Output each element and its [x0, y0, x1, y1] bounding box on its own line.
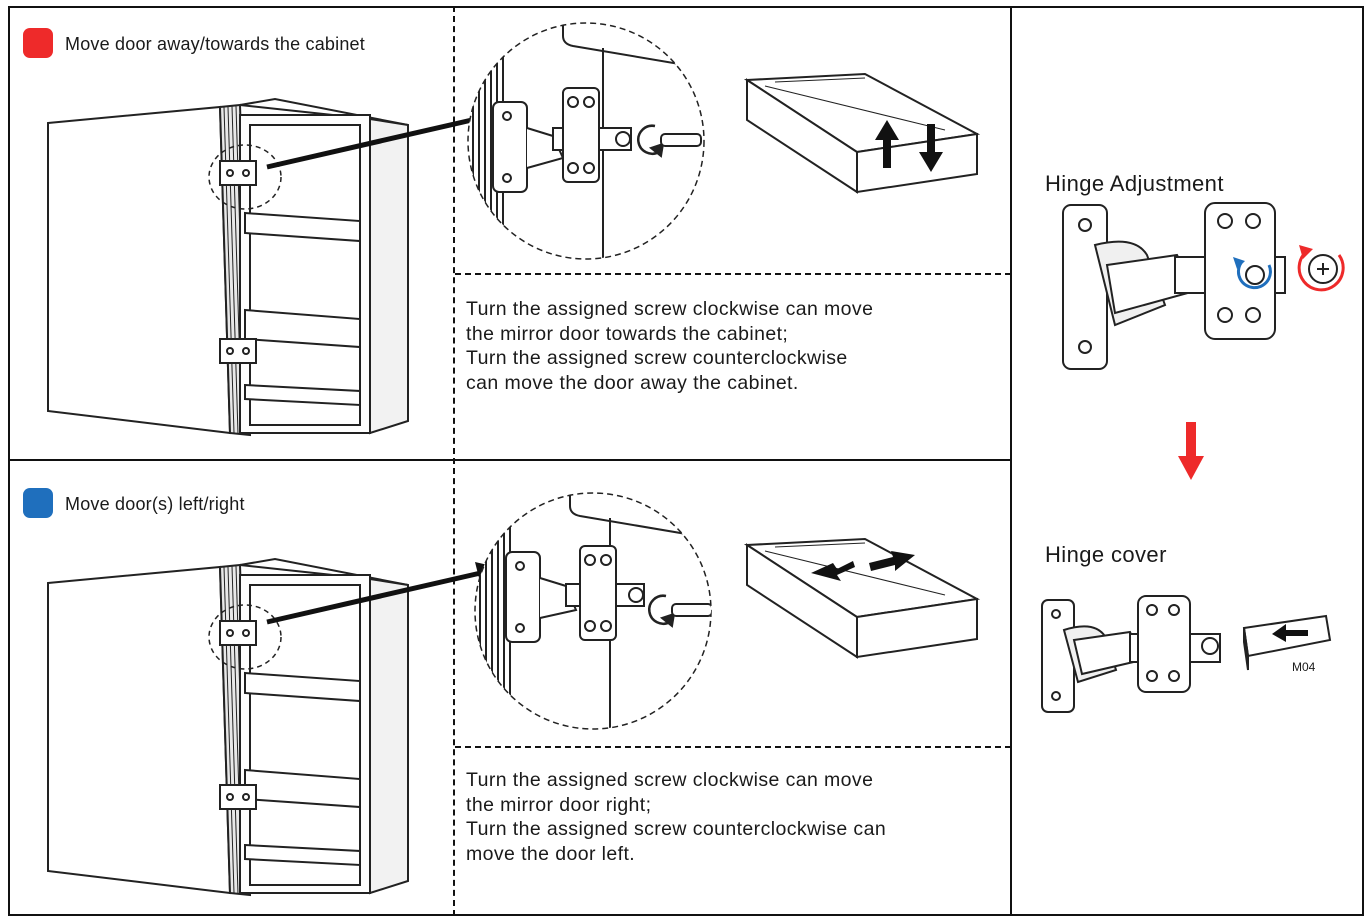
- section-bottom-heading: Move door(s) left/right: [65, 494, 245, 514]
- section-bottom-instructions: Turn the assigned screw clockwise can mo…: [466, 769, 887, 865]
- red-down-arrow-icon: [1178, 422, 1204, 480]
- cabinet-box-illustration-bottom: [743, 537, 981, 659]
- dashed-divider-top: [455, 273, 1011, 275]
- red-marker-icon: [23, 28, 53, 58]
- blue-marker-icon: [23, 488, 53, 518]
- hinge-cover-title: Hinge cover: [1045, 542, 1167, 567]
- cabinet-box-illustration-top: [743, 72, 981, 194]
- dashed-divider-bottom: [455, 746, 1011, 748]
- hinge-closeup-illustration-top: [467, 22, 705, 260]
- cabinet-open-door-illustration-bottom: [47, 557, 409, 897]
- dashed-divider-vertical: [453, 6, 455, 916]
- part-code-label: M04: [1292, 660, 1316, 674]
- cabinet-open-door-illustration-top: [47, 97, 409, 437]
- section-top-heading: Move door away/towards the cabinet: [65, 34, 365, 54]
- panel-divider-vertical: [1010, 6, 1012, 916]
- hinge-closeup-illustration-bottom: [474, 492, 712, 730]
- panel-divider-horizontal: [8, 459, 1012, 461]
- hinge-adjustment-illustration: [1062, 202, 1345, 370]
- section-top-instructions: Turn the assigned screw clockwise can mo…: [466, 298, 874, 394]
- hinge-adjustment-title: Hinge Adjustment: [1045, 171, 1224, 196]
- page-frame: [8, 6, 1364, 916]
- hinge-cover-illustration: [1041, 595, 1332, 713]
